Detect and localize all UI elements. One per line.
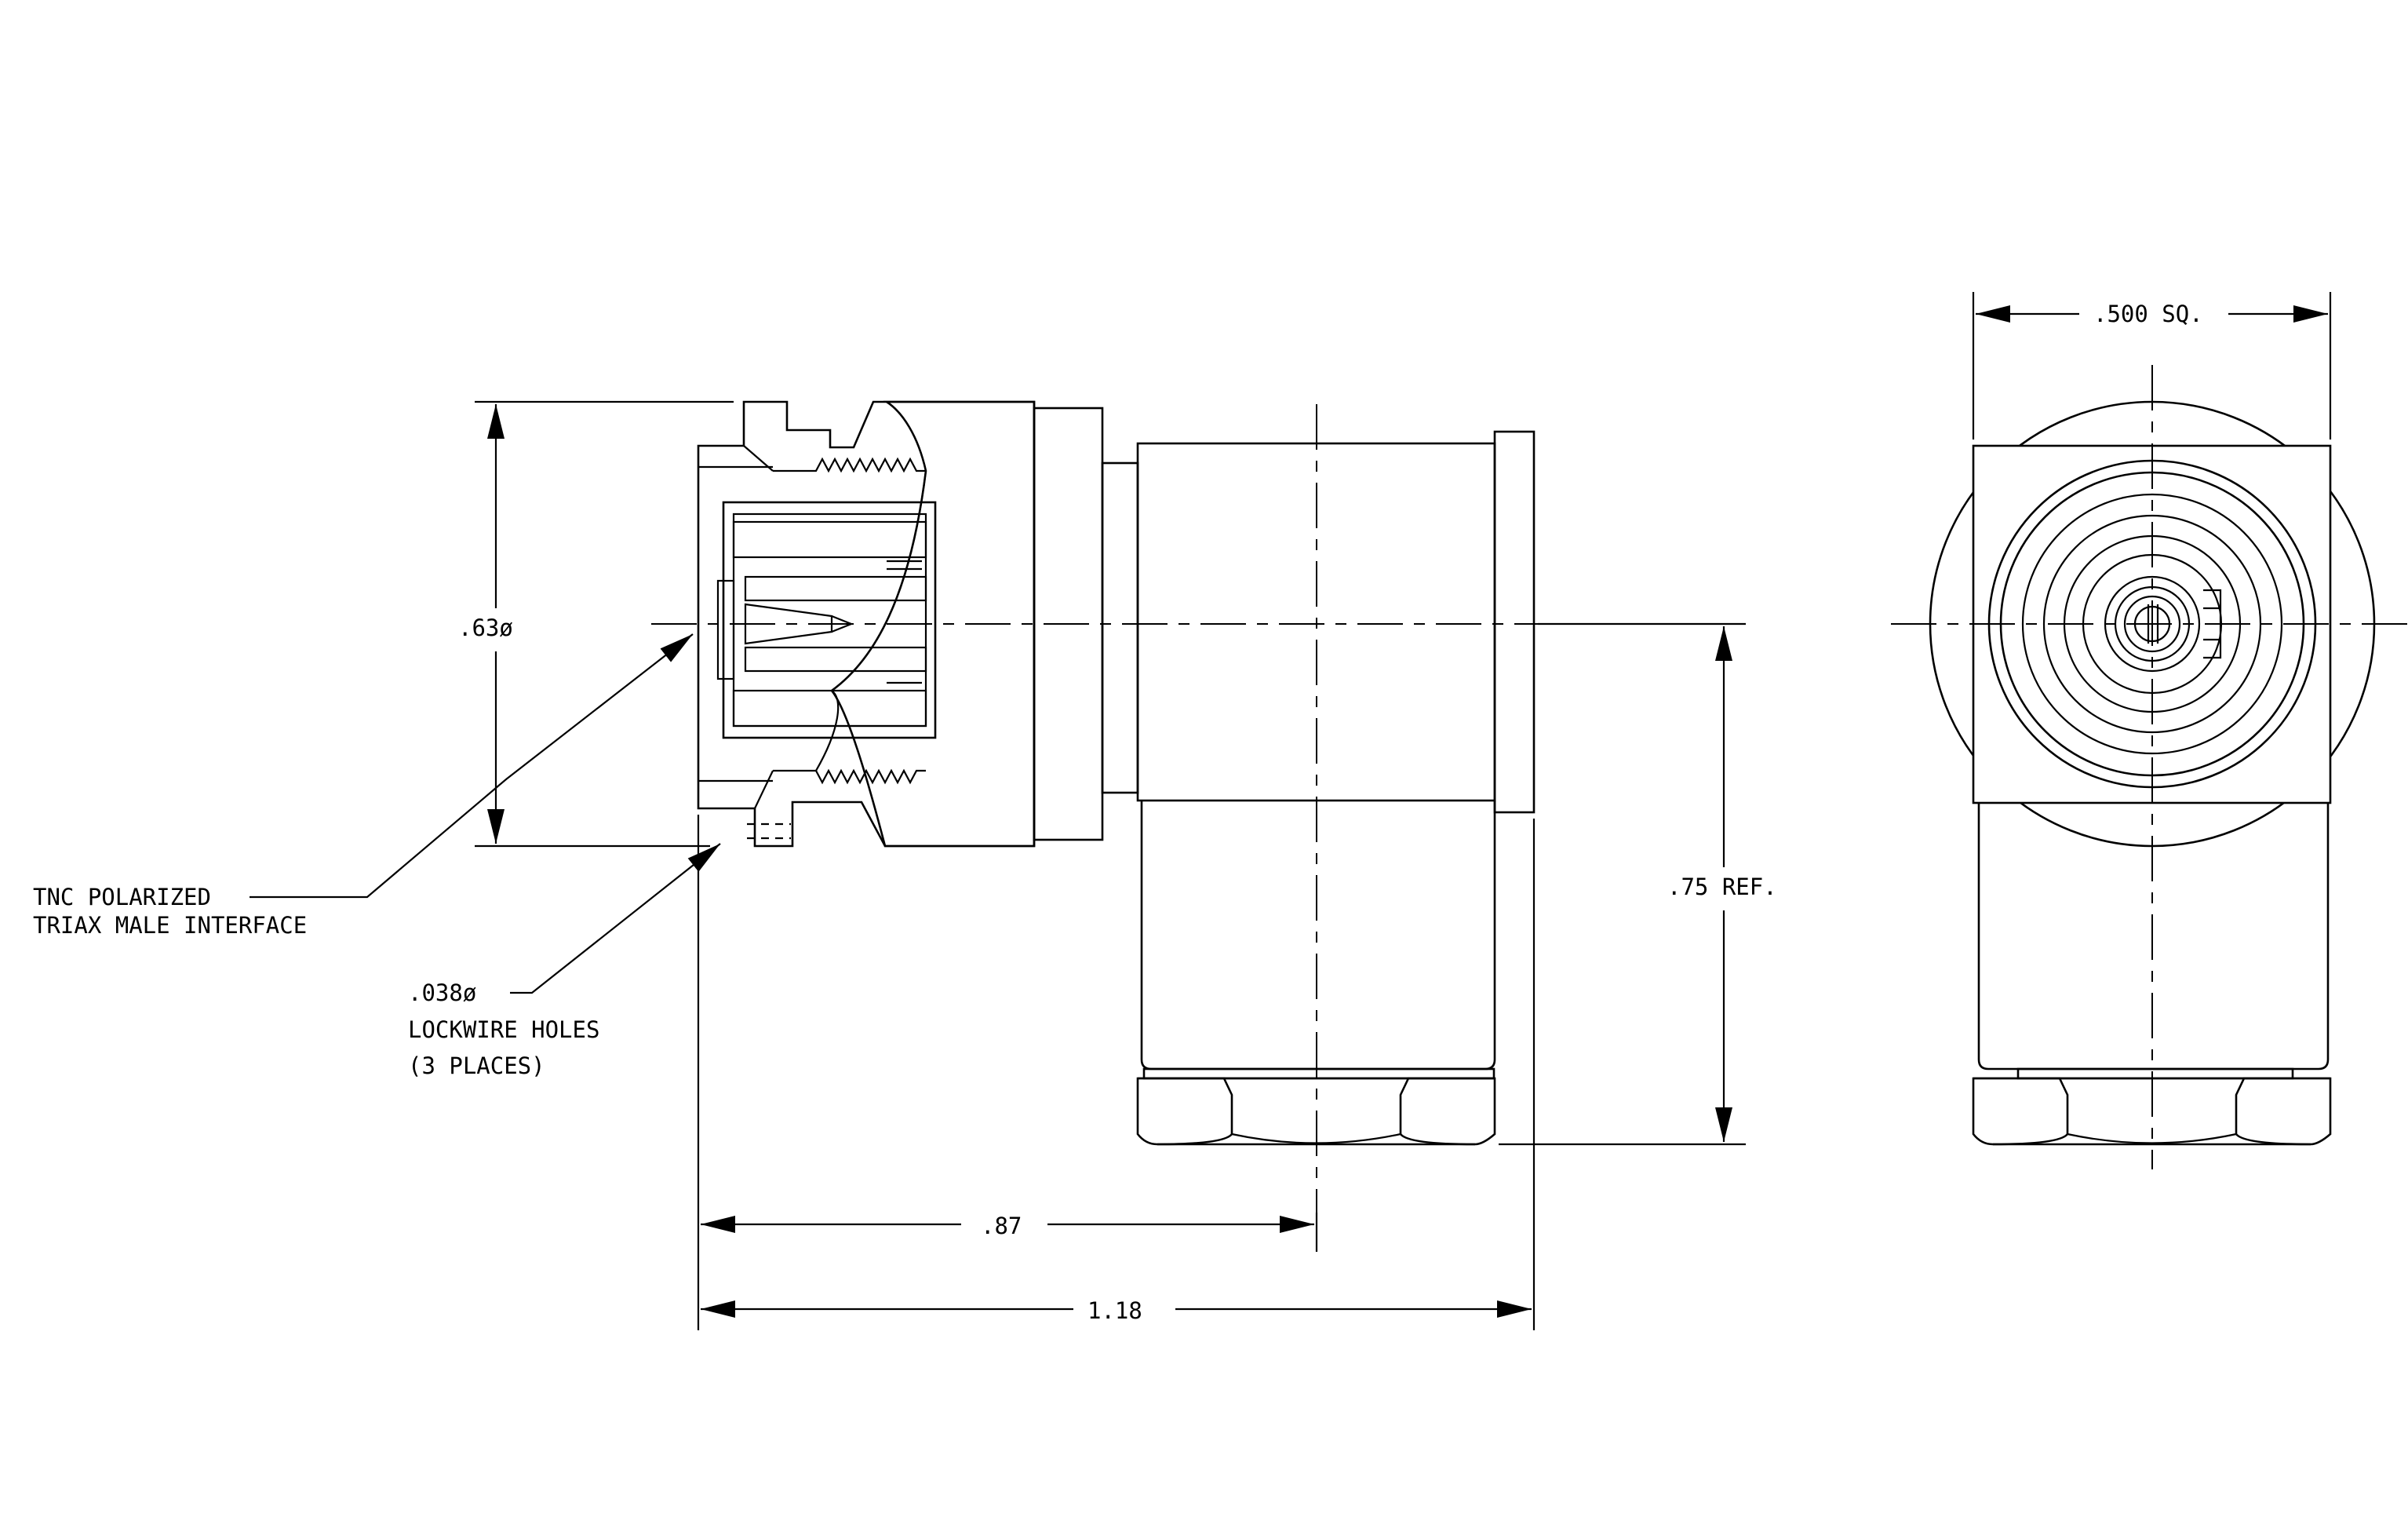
dim-square-label: .500 SQ.	[2093, 301, 2203, 327]
interface-label-line1: TNC POLARIZED	[33, 884, 211, 910]
interface-label-line2: TRIAX MALE INTERFACE	[33, 912, 307, 939]
dimensions: .63ø .500 SQ. .75 REF. .87 1.18	[458, 292, 2332, 1330]
end-view	[1891, 365, 2408, 1169]
rear-neck	[1101, 461, 1139, 794]
body-lower	[1140, 801, 1496, 1071]
end-view-dielectric-ring	[2021, 493, 2283, 755]
body-flange	[1493, 430, 1536, 814]
callouts: TNC POLARIZED TRIAX MALE INTERFACE .038ø…	[33, 633, 721, 1079]
dim-height-ref-label: .75 REF.	[1667, 874, 1777, 900]
thread-region	[773, 457, 926, 473]
lockwire-hole	[747, 823, 791, 840]
inner-sleeve-hatch	[744, 575, 927, 602]
lockwire-label-line2: LOCKWIRE HOLES	[408, 1016, 599, 1043]
inner-body	[722, 501, 937, 739]
lockwire-label-line3: (3 PLACES)	[408, 1052, 545, 1079]
side-view	[651, 400, 1750, 1213]
end-view-hex-nut	[1972, 1077, 2332, 1146]
outer-sleeve-hatch	[732, 520, 927, 559]
lockwire-label-line1: .038ø	[408, 979, 476, 1006]
lockwire-leader	[510, 843, 721, 994]
dim-overall-length-label: 1.18	[1087, 1297, 1142, 1324]
dim-outer-diameter-label: .63ø	[458, 615, 513, 641]
dim-center-length-label: .87	[981, 1213, 1022, 1239]
interface-leader	[250, 633, 694, 899]
